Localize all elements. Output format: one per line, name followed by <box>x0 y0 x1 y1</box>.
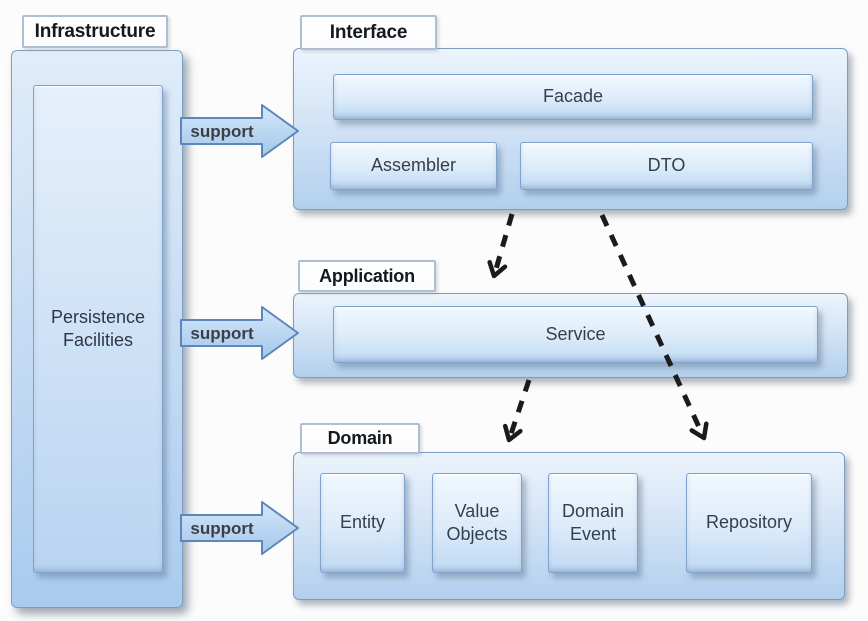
persistence-facilities-label: Persistence Facilities <box>50 306 146 350</box>
domain-event-label: Domain Event <box>561 500 625 544</box>
infrastructure-label: Infrastructure <box>22 15 168 48</box>
assembler-label: Assembler <box>370 155 457 176</box>
interface-label-text: Interface <box>329 21 408 43</box>
support-arrow-interface: support <box>180 104 299 158</box>
dependency-arrow-interface-application <box>487 213 515 279</box>
application-layer-label: Application <box>298 260 436 292</box>
repository-box: Repository <box>686 473 812 573</box>
persistence-facilities-box: Persistence Facilities <box>33 85 163 573</box>
entity-box: Entity <box>320 473 405 573</box>
dto-box: DTO <box>520 142 813 190</box>
support-label-1: support <box>190 122 254 141</box>
support-label-3: support <box>190 519 254 538</box>
support-label-2: support <box>190 324 254 343</box>
dependency-arrow-application-domain <box>502 379 532 443</box>
support-arrow-domain: support <box>180 501 299 555</box>
dto-label: DTO <box>647 155 686 176</box>
facade-box: Facade <box>333 74 813 120</box>
service-box: Service <box>333 306 818 363</box>
domain-layer-label: Domain <box>300 423 420 454</box>
facade-label: Facade <box>542 86 604 107</box>
value-objects-label: Value Objects <box>446 500 508 544</box>
domain-event-box: Domain Event <box>548 473 638 573</box>
repository-label: Repository <box>705 512 793 533</box>
infrastructure-label-text: Infrastructure <box>34 20 156 42</box>
interface-layer-label: Interface <box>300 15 437 50</box>
value-objects-box: Value Objects <box>432 473 522 573</box>
service-label: Service <box>545 323 606 344</box>
application-label-text: Application <box>319 265 415 286</box>
domain-label-text: Domain <box>327 428 393 448</box>
entity-label: Entity <box>339 512 386 533</box>
support-arrow-application: support <box>180 306 299 360</box>
assembler-box: Assembler <box>330 142 497 190</box>
